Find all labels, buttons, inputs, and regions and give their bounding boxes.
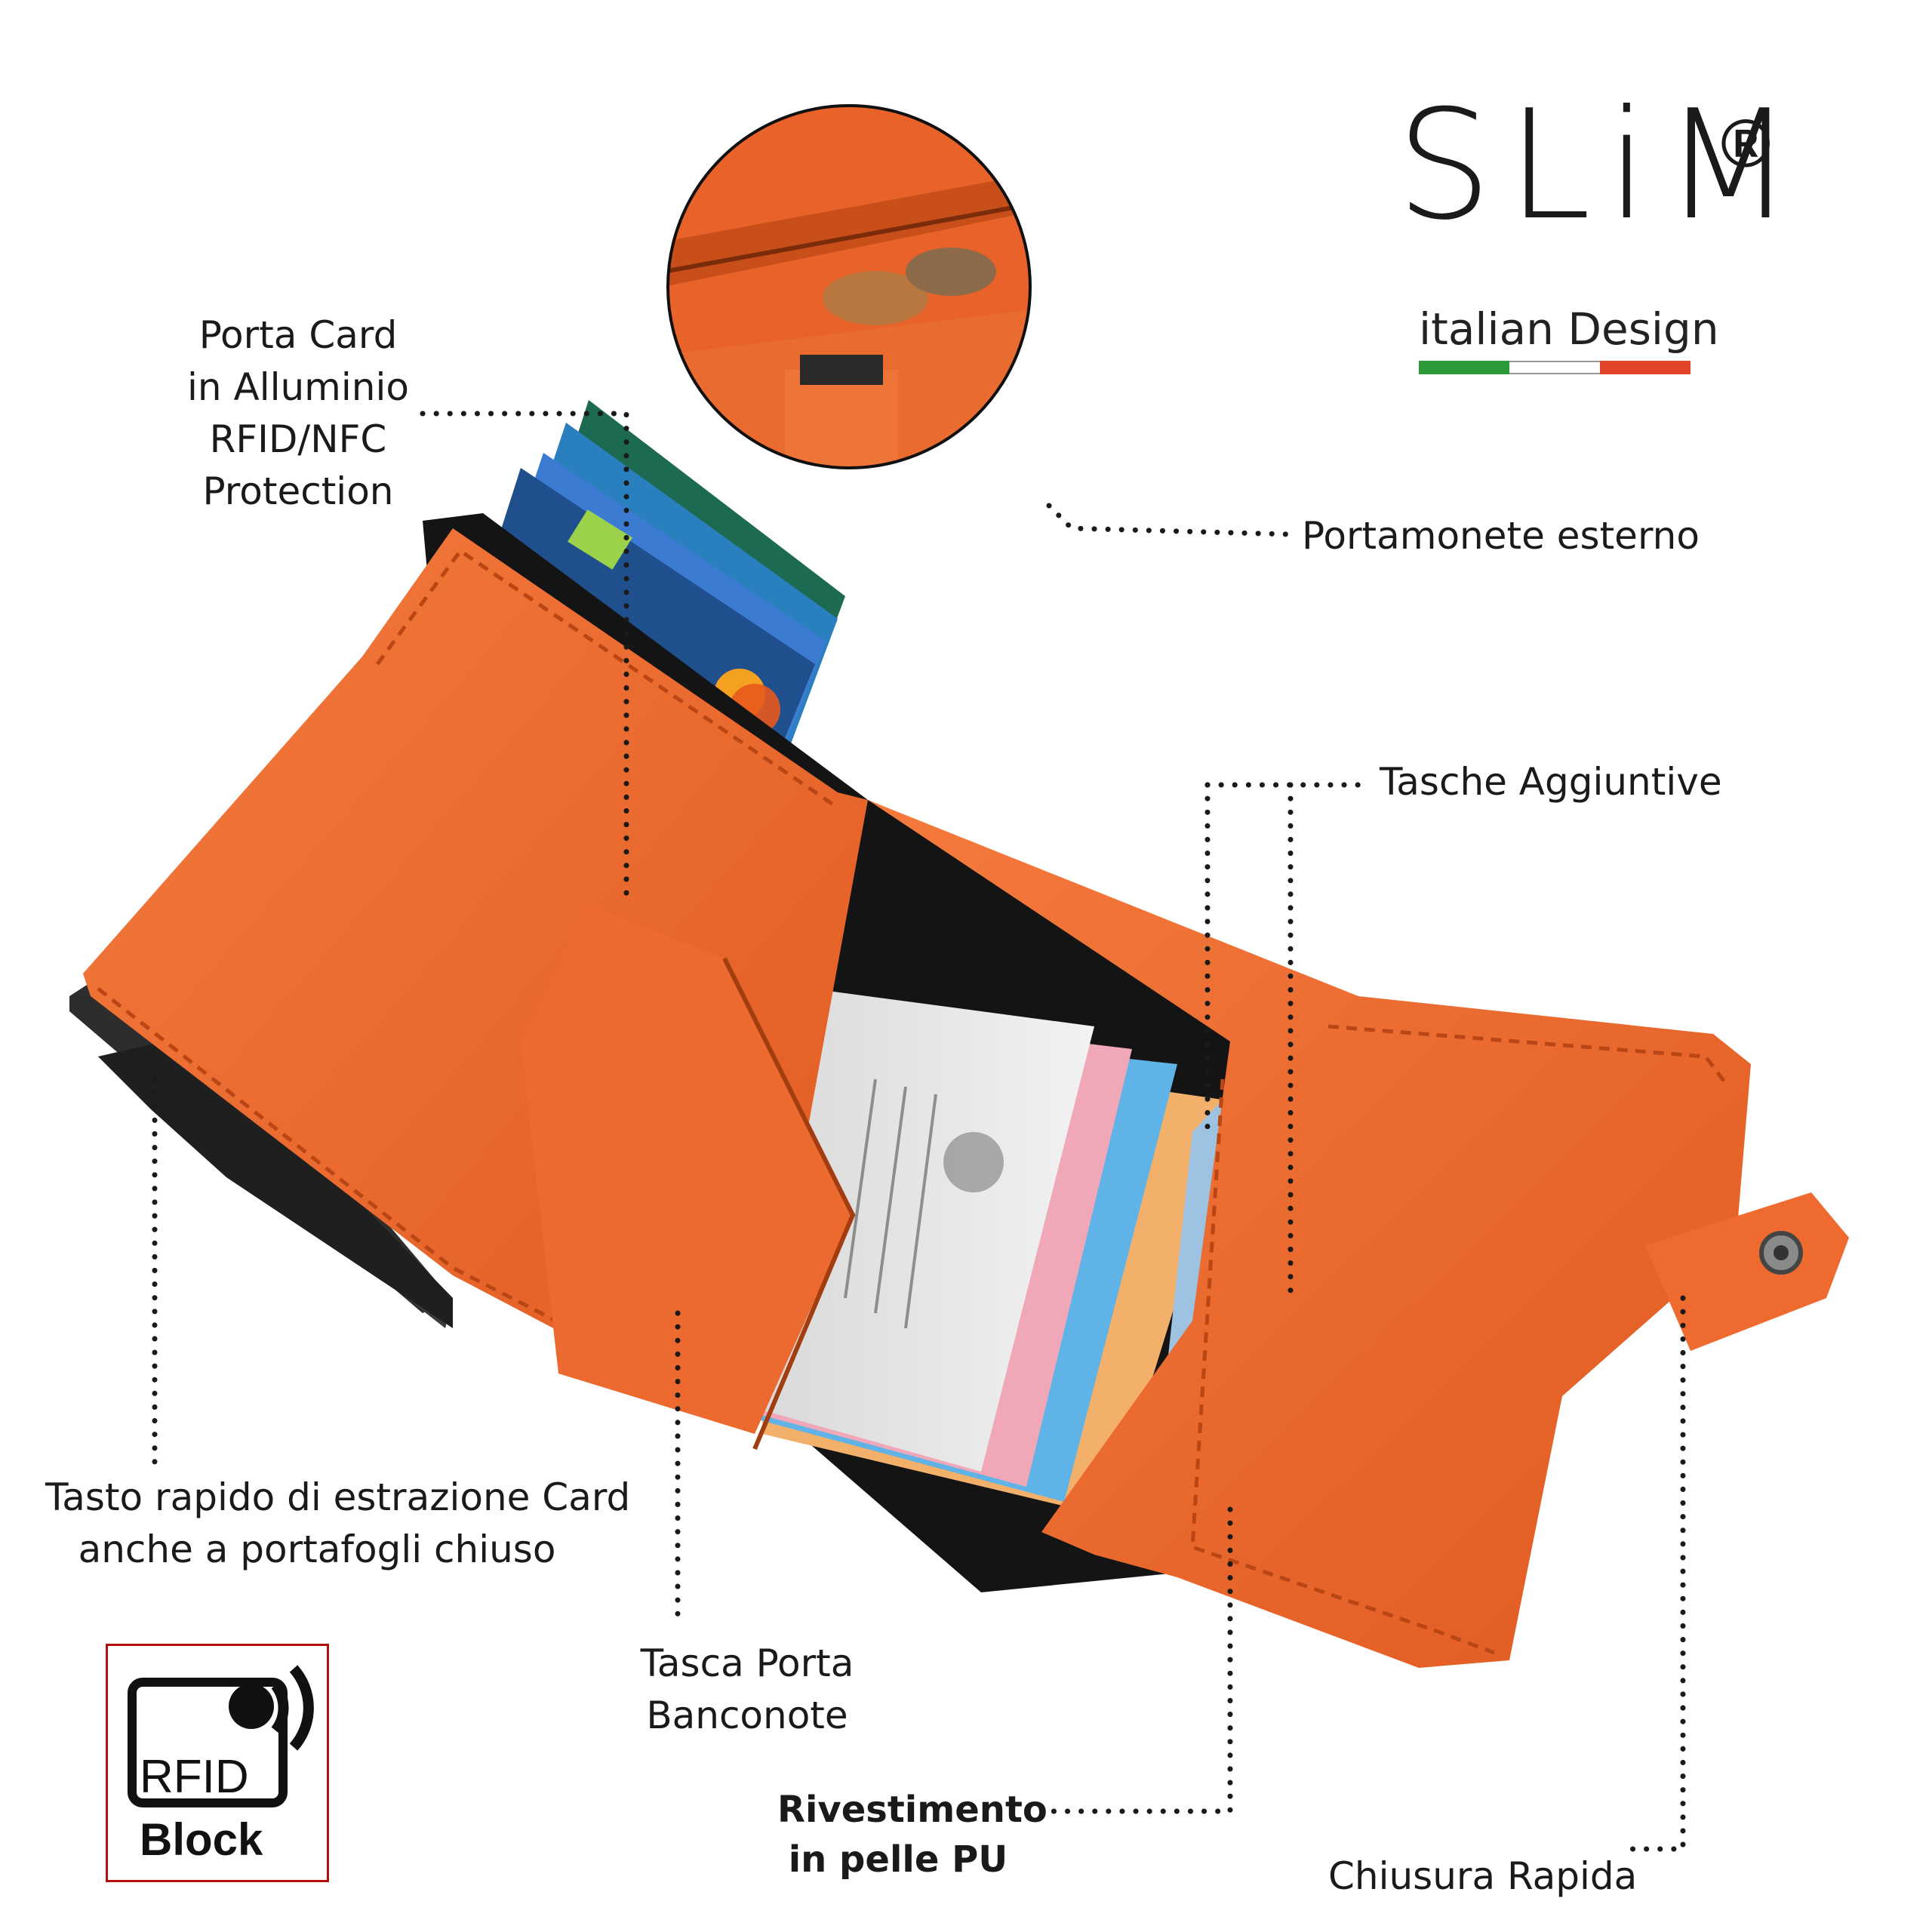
rfid-block-text: Block: [140, 1814, 263, 1865]
flag-green: [1419, 361, 1509, 374]
brand-logo: SLiM: [1396, 78, 1809, 254]
brand-tagline: italian Design: [1419, 303, 1719, 355]
label-porta-card: Porta Card in Alluminio RFID/NFC Protect…: [174, 309, 423, 518]
label-tasto-line: Tasto rapido di estrazione Card: [45, 1475, 631, 1519]
label-tasto-rapido: Tasto rapido di estrazione Card anche a …: [45, 1472, 631, 1576]
flag-red: [1600, 361, 1690, 374]
label-tasche-aggiuntive: Tasche Aggiuntive: [1380, 760, 1722, 804]
label-tasca-line: Tasca Porta: [640, 1641, 854, 1685]
rfid-signal-icon: [128, 1665, 314, 1807]
label-porta-card-line: RFID/NFC: [209, 417, 387, 461]
label-porta-card-line: Porta Card: [198, 313, 398, 357]
rfid-block-badge: RFID Block: [106, 1644, 329, 1882]
label-tasca-line: Banconote: [646, 1694, 848, 1737]
leader-lines: [152, 411, 1686, 1852]
brand-logo-block: SLiM ® italian Design: [1389, 91, 1811, 392]
rfid-text: RFID: [140, 1751, 249, 1803]
flag-white: [1509, 361, 1600, 374]
italian-flag-stripe: [1419, 361, 1690, 374]
label-rivestimento-line: in pelle PU: [788, 1838, 1008, 1881]
label-rivestimento-line: Rivestimento: [777, 1789, 1048, 1831]
wallet-left-panel: [83, 528, 868, 1451]
wallet-right-panel: [868, 800, 1849, 1668]
registered-mark: ®: [1721, 106, 1771, 182]
label-porta-card-line: in Alluminio: [187, 365, 409, 409]
coin-pouch-inset: [666, 104, 1032, 469]
label-tasca-banconote: Tasca Porta Banconote: [626, 1638, 868, 1742]
label-rivestimento: Rivestimento in pelle PU: [777, 1785, 1048, 1884]
label-chiusura-rapida: Chiusura Rapida: [1328, 1854, 1638, 1898]
label-tasto-line: anche a portafogli chiuso: [78, 1527, 556, 1571]
label-porta-card-line: Protection: [202, 469, 394, 513]
label-portamonete: Portamonete esterno: [1302, 514, 1700, 558]
